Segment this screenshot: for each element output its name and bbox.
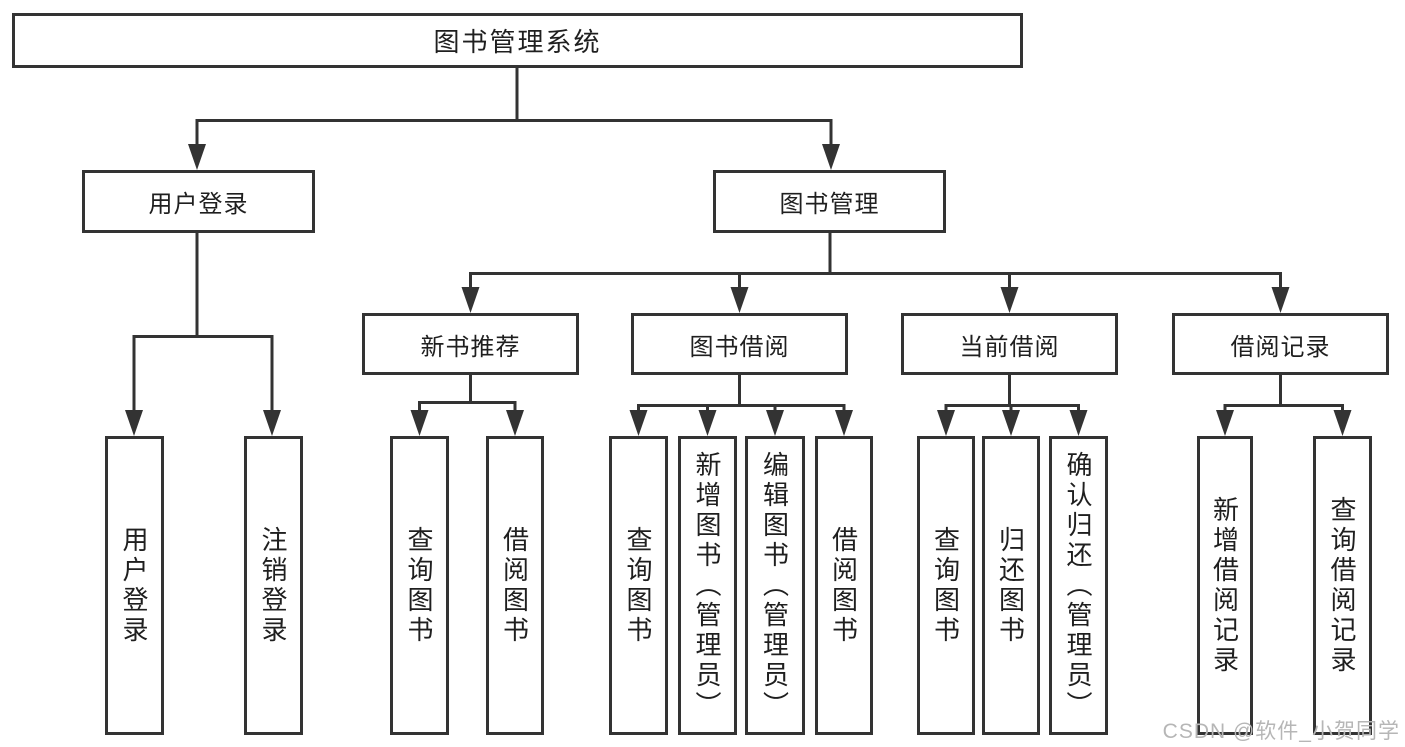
leaf-add-book-admin: 新增图书（管理员） bbox=[678, 436, 737, 735]
leaf-borrowing-query-book: 查询图书 bbox=[609, 436, 668, 735]
connector-user-login-branch bbox=[125, 233, 281, 436]
leaf-user-login: 用户登录 bbox=[105, 436, 164, 735]
leaf-recommend-borrow-book: 借阅图书 bbox=[486, 436, 544, 735]
leaf-edit-book-admin: 编辑图书（管理员） bbox=[745, 436, 805, 735]
node-book-management: 图书管理 bbox=[713, 170, 946, 233]
connector-borrowing-records-branch bbox=[1216, 375, 1352, 436]
leaf-confirm-return-admin: 确认归还（管理员） bbox=[1049, 436, 1108, 735]
leaf-return-book: 归还图书 bbox=[982, 436, 1040, 735]
leaf-query-borrow-record: 查询借阅记录 bbox=[1313, 436, 1372, 735]
leaf-current-query-book: 查询图书 bbox=[917, 436, 975, 735]
leaf-recommend-query-book: 查询图书 bbox=[390, 436, 449, 735]
leaf-borrowing-borrow-book: 借阅图书 bbox=[815, 436, 873, 735]
connector-current-borrowing-branch bbox=[937, 375, 1088, 436]
connector-book-borrowing-branch bbox=[629, 375, 853, 436]
node-user-login: 用户登录 bbox=[82, 170, 315, 233]
node-borrowing-records: 借阅记录 bbox=[1172, 313, 1389, 375]
node-root: 图书管理系统 bbox=[12, 13, 1023, 68]
node-new-book-recommendation: 新书推荐 bbox=[362, 313, 579, 375]
leaf-add-borrow-record: 新增借阅记录 bbox=[1197, 436, 1253, 735]
connector-root-to-level2 bbox=[188, 66, 840, 170]
connector-new-book-branch bbox=[410, 375, 524, 436]
node-book-borrowing: 图书借阅 bbox=[631, 313, 848, 375]
watermark-text: CSDN @软件_小贺同学 bbox=[1162, 720, 1400, 743]
connector-book-management-to-level3 bbox=[461, 233, 1290, 313]
node-current-borrowing: 当前借阅 bbox=[901, 313, 1118, 375]
leaf-logout: 注销登录 bbox=[244, 436, 303, 735]
